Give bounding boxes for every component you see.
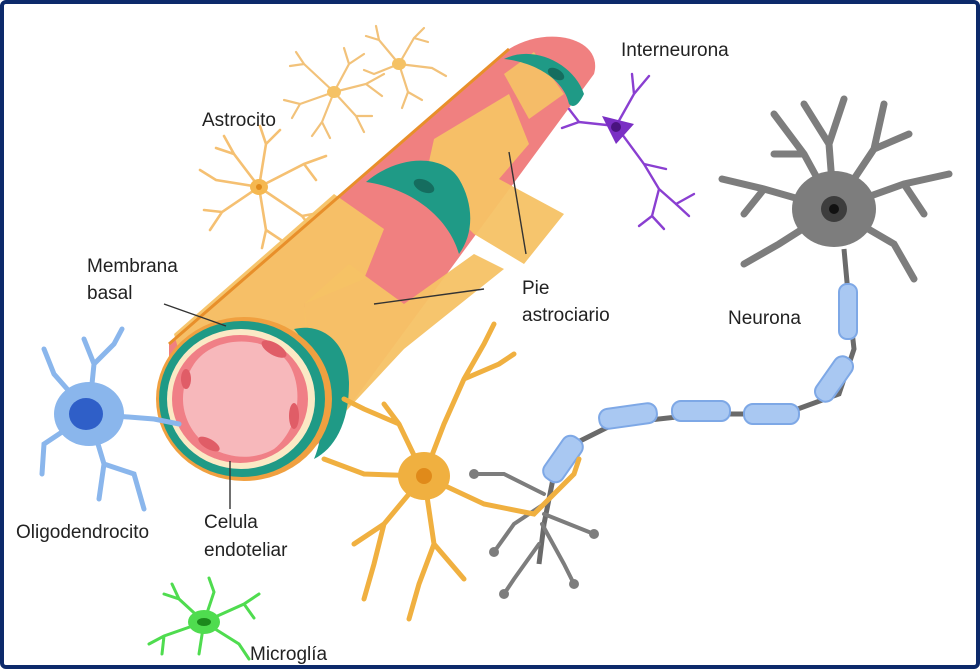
label-microglia: Microglía <box>250 644 328 665</box>
label-pie-line2: astrociario <box>522 305 610 326</box>
label-oligodendrocito: Oligodendrocito <box>16 522 149 543</box>
label-celula-line1: Celula <box>204 512 258 533</box>
neurovascular-unit-diagram: Interneurona Astrocito Membrana basal Pi… <box>4 4 976 665</box>
oligodendrocyte <box>42 329 179 509</box>
label-celula-line2: endoteliar <box>204 540 288 561</box>
label-astrocito: Astrocito <box>202 110 276 131</box>
astrocyte-small-top <box>284 26 446 138</box>
label-neurona: Neurona <box>728 308 801 329</box>
label-pie-line1: Pie <box>522 278 549 299</box>
label-membrana-line1: Membrana <box>87 256 178 277</box>
label-interneurona: Interneurona <box>621 40 729 61</box>
neuron <box>469 99 949 599</box>
label-membrana-line2: basal <box>87 283 132 304</box>
